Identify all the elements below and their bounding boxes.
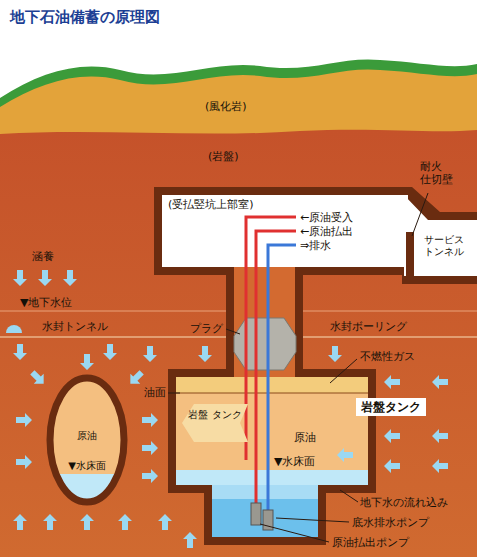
illustration-part bbox=[276, 518, 349, 522]
node-text: 岩盤 タンク bbox=[182, 409, 248, 421]
flow-arrow bbox=[13, 270, 27, 286]
flow-arrow bbox=[384, 375, 400, 389]
part-name: 不燃性ガス bbox=[360, 350, 415, 363]
flow-arrow bbox=[142, 413, 158, 427]
tank-tag-shape bbox=[182, 402, 248, 444]
flow-arrow bbox=[80, 354, 94, 370]
flow-arrow bbox=[43, 514, 57, 530]
node-text: 岩盤タンク bbox=[361, 400, 421, 414]
crude-oil bbox=[176, 393, 368, 470]
pipe-label: ⇒排水 bbox=[300, 239, 331, 252]
node-text: ▼水床面 bbox=[46, 460, 128, 472]
illustration-part bbox=[226, 329, 240, 334]
flow-arrow bbox=[432, 429, 448, 443]
rock-tank: 原油 ▼水床面 岩盤 タンク bbox=[176, 377, 368, 485]
level-label: 油面 bbox=[144, 386, 166, 399]
hills bbox=[0, 59, 477, 557]
tank-label: 岩盤タンク bbox=[356, 398, 426, 416]
node-text: 原油 bbox=[46, 430, 128, 442]
pipe-label: ←原油受入 bbox=[300, 211, 353, 224]
flow-arrow bbox=[27, 367, 48, 388]
leader-lines bbox=[168, 193, 428, 542]
sump bbox=[212, 485, 318, 537]
flow-arrow bbox=[432, 375, 448, 389]
drain-pipe bbox=[268, 245, 296, 512]
fire-wall bbox=[406, 232, 414, 276]
flow-arrow bbox=[16, 413, 32, 427]
bedrock bbox=[0, 130, 477, 557]
cavern-wall bbox=[154, 187, 477, 545]
flow-arrow bbox=[142, 469, 158, 483]
flow-arrow bbox=[16, 455, 32, 469]
node-text: (受払竪坑上部室) bbox=[168, 198, 254, 211]
note: 地下水の流れ込み bbox=[360, 496, 448, 509]
part-name: 耐火 仕切壁 bbox=[420, 160, 456, 186]
illustration-part bbox=[260, 524, 329, 542]
part-name: 底水排水ポンプ bbox=[352, 516, 429, 529]
flow-arrow bbox=[118, 514, 132, 530]
illustration-part bbox=[330, 359, 357, 383]
oil-receive-pipe bbox=[246, 217, 296, 460]
shaft bbox=[234, 267, 295, 377]
note: 涵養 bbox=[32, 250, 54, 263]
flow-arrow bbox=[63, 270, 77, 286]
part-name: 水封ボーリング bbox=[330, 320, 407, 333]
flow-arrow bbox=[384, 429, 400, 443]
flow-arrow bbox=[38, 270, 52, 286]
flow-arrow bbox=[384, 459, 400, 473]
level-label: ▼地下水位 bbox=[20, 296, 72, 309]
water-seal-tunnel bbox=[6, 325, 22, 333]
part-name: プラグ bbox=[190, 322, 223, 335]
flow-arrow bbox=[198, 346, 212, 362]
diagram-title: 地下石油備蓄の原理図 bbox=[10, 8, 160, 26]
illustration-part bbox=[412, 193, 428, 236]
part-name: 水封トンネル bbox=[42, 320, 108, 333]
gas-space bbox=[176, 377, 368, 393]
illustration-part bbox=[168, 393, 180, 394]
oil-pump bbox=[251, 503, 261, 525]
oil-surface bbox=[176, 393, 368, 394]
flow-arrow bbox=[183, 532, 197, 548]
illustration-part bbox=[226, 266, 303, 378]
node-text: ▼水床面 bbox=[274, 455, 315, 468]
flow-arrow bbox=[143, 346, 157, 362]
flow-arrow bbox=[13, 514, 27, 530]
node-text: 原油 bbox=[294, 431, 316, 444]
groundwater-arrows bbox=[13, 270, 448, 548]
service-tunnel bbox=[404, 195, 477, 276]
service-tunnel-box: サービス トンネル bbox=[416, 222, 477, 276]
flow-arrow bbox=[432, 459, 448, 473]
flow-arrow bbox=[13, 344, 27, 360]
flow-arrow bbox=[328, 346, 342, 362]
flow-arrow bbox=[103, 344, 117, 360]
illustration-part bbox=[340, 490, 358, 502]
flow-arrow bbox=[158, 514, 172, 530]
layer-name: (岩盤) bbox=[208, 150, 239, 163]
illustration-part bbox=[402, 187, 477, 284]
sump-top bbox=[212, 485, 318, 499]
oil-cavern: 原油 ▼水床面 bbox=[46, 374, 128, 506]
flow-arrow bbox=[142, 441, 158, 455]
pipe-label: ←原油払出 bbox=[300, 225, 353, 238]
part-name: 原油払出ポンプ bbox=[332, 536, 409, 549]
weathered-rock bbox=[0, 69, 477, 557]
flow-arrow bbox=[337, 448, 353, 462]
plug bbox=[234, 318, 296, 370]
illustration-part bbox=[168, 369, 376, 493]
upper-room-box: (受払竪坑上部室) bbox=[162, 195, 294, 215]
tank-tag: 岩盤 タンク bbox=[182, 402, 248, 444]
layer-name: (風化岩) bbox=[205, 100, 247, 113]
flow-arrow bbox=[80, 514, 94, 530]
node-text: サービス トンネル bbox=[413, 234, 474, 258]
bottom-water bbox=[176, 470, 368, 485]
flow-arrow bbox=[125, 367, 146, 388]
